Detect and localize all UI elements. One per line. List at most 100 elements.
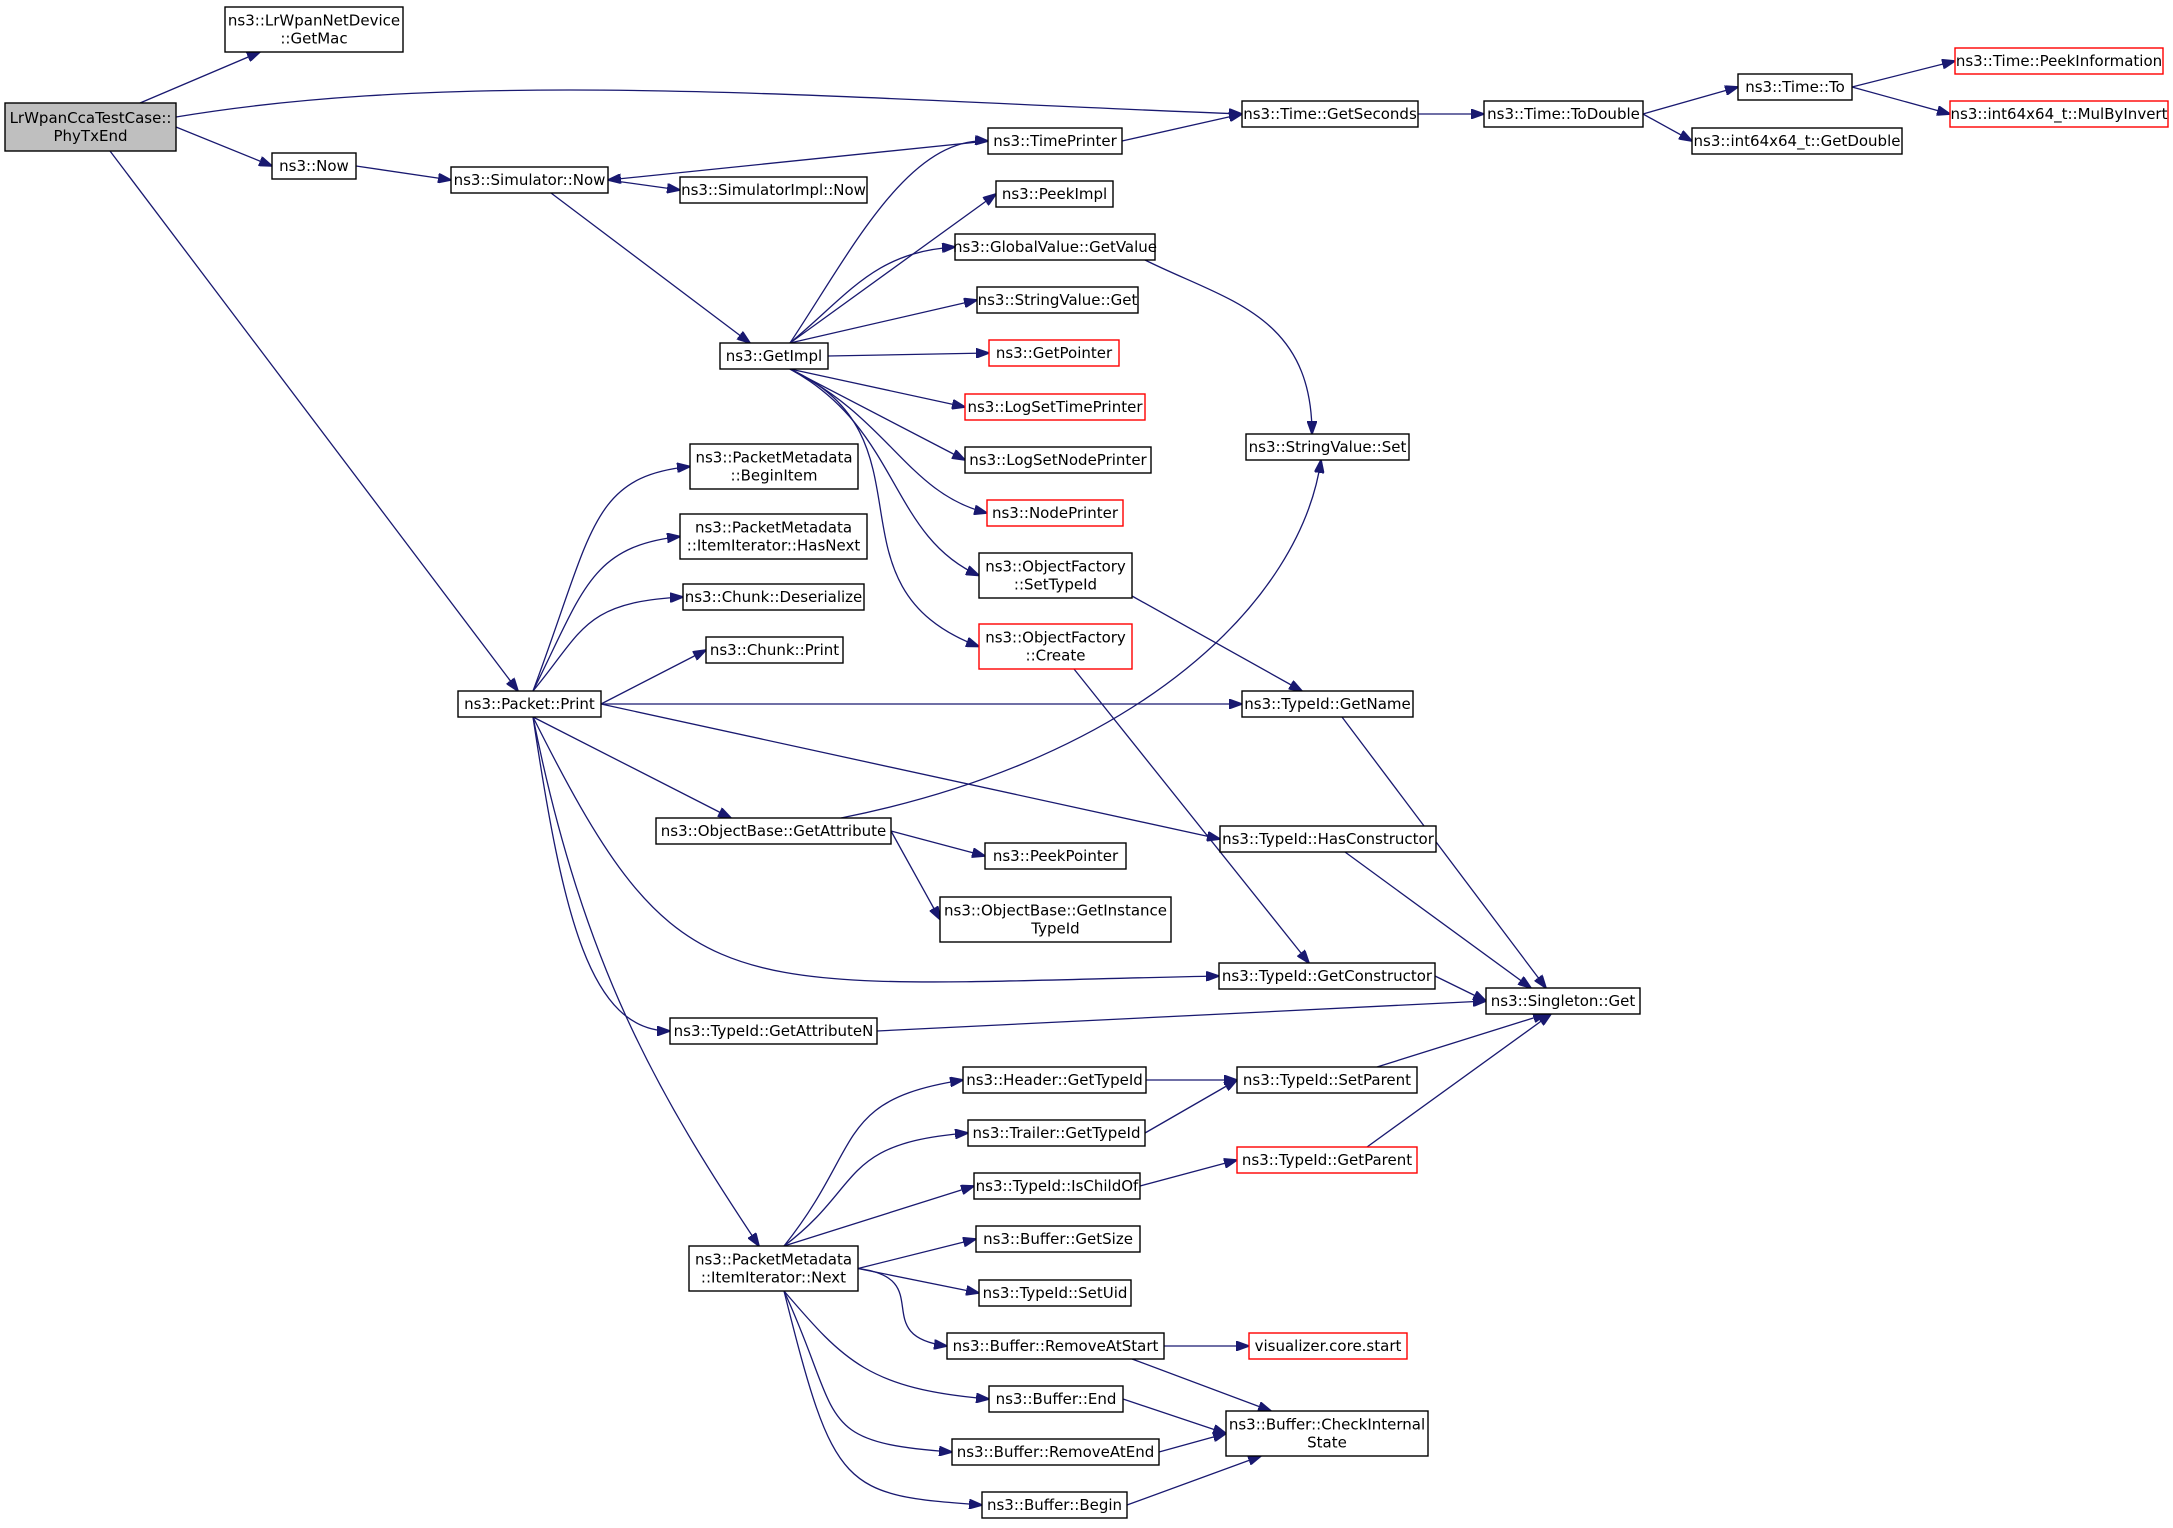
node-box xyxy=(954,233,1156,261)
function-node-ns3-typeid-getattributen[interactable]: ns3::TypeId::GetAttributeN xyxy=(669,1017,878,1045)
node-box xyxy=(951,1438,1160,1466)
function-node-ns3-packetmetadata-itemiterator-next[interactable]: ns3::PacketMetadata::ItemIterator::Next xyxy=(688,1245,859,1292)
function-node-ns3-time-todouble[interactable]: ns3::Time::ToDouble xyxy=(1483,100,1644,128)
call-edge-packetprint-to-tidhascons xyxy=(600,703,1220,839)
function-node-ns3-simulator-now[interactable]: ns3::Simulator::Now xyxy=(450,166,609,194)
call-arrow xyxy=(789,368,979,647)
call-arrow xyxy=(608,140,989,180)
node-label: ns3::int64x64_t::GetDouble xyxy=(1694,132,1901,151)
function-node-ns3-objectfactory-create[interactable]: ns3::ObjectFactory::Create xyxy=(978,623,1133,670)
call-arrow xyxy=(1122,1398,1226,1434)
function-node-ns3-packetmetadata-beginitem[interactable]: ns3::PacketMetadata::BeginItem xyxy=(689,443,859,490)
call-arrow xyxy=(789,368,965,407)
function-node-ns3-objectfactory-settypeid[interactable]: ns3::ObjectFactory::SetTypeId xyxy=(978,552,1133,599)
function-node-ns3-logsettimeprinter[interactable]: ns3::LogSetTimePrinter xyxy=(964,393,1146,421)
function-node-ns3-buffer-end[interactable]: ns3::Buffer::End xyxy=(988,1385,1124,1413)
function-node-ns3-buffer-getsize[interactable]: ns3::Buffer::GetSize xyxy=(975,1225,1141,1253)
node-box xyxy=(984,842,1127,870)
call-arrow xyxy=(1341,716,1546,988)
function-node-ns3-typeid-getparent[interactable]: ns3::TypeId::GetParent xyxy=(1236,1146,1418,1174)
function-node-ns3-buffer-begin[interactable]: ns3::Buffer::Begin xyxy=(981,1491,1128,1519)
call-edge-packetprint-to-chunkprint xyxy=(600,650,706,705)
call-arrow xyxy=(1131,1358,1271,1411)
node-label: visualizer.core.start xyxy=(1255,1337,1402,1355)
function-node-ns3-singleton-get[interactable]: ns3::Singleton::Get xyxy=(1485,987,1641,1015)
call-edge-obgetattr-to-svset xyxy=(840,460,1321,819)
call-edge-timeprinter-to-simnow xyxy=(608,140,989,180)
function-node-visualizer-core-start[interactable]: visualizer.core.start xyxy=(1248,1332,1408,1360)
call-edge-tidsetparent-to-singleton xyxy=(1376,1014,1546,1068)
function-node-ns3-stringvalue-get[interactable]: ns3::StringValue::Get xyxy=(976,286,1139,314)
call-edge-root-to-timegetseconds xyxy=(175,89,1242,117)
node-box xyxy=(689,443,859,490)
function-node-lrwpanccatestcase-phytxend[interactable]: LrWpanCcaTestCase::PhyTxEnd xyxy=(4,102,177,152)
call-arrow xyxy=(783,1186,974,1247)
function-node-ns3-stringvalue-set[interactable]: ns3::StringValue::Set xyxy=(1245,433,1410,461)
function-node-ns3-header-gettypeid[interactable]: ns3::Header::GetTypeId xyxy=(962,1066,1147,1094)
node-box xyxy=(978,623,1133,670)
function-node-ns3-trailer-gettypeid[interactable]: ns3::Trailer::GetTypeId xyxy=(967,1119,1146,1147)
call-edge-pmnext-to-bufgetsize xyxy=(857,1239,976,1270)
function-node-ns3-typeid-setparent[interactable]: ns3::TypeId::SetParent xyxy=(1236,1066,1418,1094)
function-node-ns3-simulatorimpl-now[interactable]: ns3::SimulatorImpl::Now xyxy=(679,176,868,204)
node-box xyxy=(450,166,609,194)
function-node-ns3-time-to[interactable]: ns3::Time::To xyxy=(1737,73,1853,101)
function-node-ns3-globalvalue-getvalue[interactable]: ns3::GlobalValue::GetValue xyxy=(953,233,1157,261)
call-arrow xyxy=(1642,87,1738,115)
node-label: ns3::Buffer::Begin xyxy=(987,1496,1122,1514)
node-label: ns3::Packet::Print xyxy=(464,695,595,713)
function-node-ns3-typeid-setuid[interactable]: ns3::TypeId::SetUid xyxy=(978,1279,1132,1307)
function-node-ns3-typeid-hasconstructor[interactable]: ns3::TypeId::HasConstructor xyxy=(1219,825,1437,853)
function-node-ns3-chunk-print[interactable]: ns3::Chunk::Print xyxy=(705,636,844,664)
call-arrow xyxy=(1642,113,1692,141)
function-node-ns3-typeid-ischildof[interactable]: ns3::TypeId::IsChildOf xyxy=(973,1172,1141,1200)
node-box xyxy=(987,127,1123,155)
node-label: ns3::ObjectBase::GetAttribute xyxy=(661,822,886,840)
call-arrow xyxy=(876,1001,1486,1032)
function-node-ns3-chunk-deserialize[interactable]: ns3::Chunk::Deserialize xyxy=(682,583,865,611)
node-label: ns3::Chunk::Deserialize xyxy=(685,588,863,606)
node-box xyxy=(1245,433,1410,461)
call-edge-pmnext-to-bufremoveend xyxy=(783,1290,952,1452)
node-box xyxy=(964,393,1146,421)
function-node-ns3-time-getseconds[interactable]: ns3::Time::GetSeconds xyxy=(1241,100,1419,128)
function-node-ns3-peekpointer[interactable]: ns3::PeekPointer xyxy=(984,842,1127,870)
function-node-ns3-int64x64-t-mulbyinvert[interactable]: ns3::int64x64_t::MulByInvert xyxy=(1949,100,2169,128)
function-node-ns3-getpointer[interactable]: ns3::GetPointer xyxy=(988,339,1120,367)
function-node-ns3-buffer-removeatend[interactable]: ns3::Buffer::RemoveAtEnd xyxy=(951,1438,1160,1466)
node-label: ns3::TypeId::GetParent xyxy=(1242,1151,1412,1169)
function-node-ns3-getimpl[interactable]: ns3::GetImpl xyxy=(719,342,829,370)
function-node-ns3-timeprinter[interactable]: ns3::TimePrinter xyxy=(987,127,1123,155)
function-node-ns3-now[interactable]: ns3::Now xyxy=(271,152,357,180)
call-arrow xyxy=(532,716,1219,983)
function-node-ns3-time-peekinformation[interactable]: ns3::Time::PeekInformation xyxy=(1954,47,2164,75)
call-edge-packetprint-to-chunkdeser xyxy=(532,597,683,692)
function-node-ns3-typeid-getname[interactable]: ns3::TypeId::GetName xyxy=(1241,690,1414,718)
node-label: ns3::GetPointer xyxy=(996,344,1113,362)
function-node-ns3-nodeprinter[interactable]: ns3::NodePrinter xyxy=(986,499,1124,527)
call-edge-getimpl-to-timeprinter xyxy=(789,141,988,344)
function-node-ns3-buffer-removeatstart[interactable]: ns3::Buffer::RemoveAtStart xyxy=(946,1332,1165,1360)
function-node-ns3-lrwpannetdevice-getmac[interactable]: ns3::LrWpanNetDevice::GetMac xyxy=(224,6,404,53)
call-edge-root-to-now xyxy=(175,126,272,166)
node-label: ns3::LogSetTimePrinter xyxy=(967,398,1143,416)
function-node-ns3-peekimpl[interactable]: ns3::PeekImpl xyxy=(995,180,1114,208)
function-node-ns3-packetmetadata-itemiterator-hasnext[interactable]: ns3::PacketMetadata::ItemIterator::HasNe… xyxy=(679,513,868,560)
node-label: ns3::TypeId::GetConstructor xyxy=(1222,967,1433,985)
node-label: ns3::Time::ToDouble xyxy=(1487,105,1640,123)
node-label: ns3::Time::GetSeconds xyxy=(1243,105,1417,123)
function-node-ns3-logsetnodeprinter[interactable]: ns3::LogSetNodePrinter xyxy=(964,446,1152,474)
function-node-ns3-int64x64-t-getdouble[interactable]: ns3::int64x64_t::GetDouble xyxy=(1691,127,1903,155)
node-label: ::GetMac xyxy=(280,30,347,48)
node-box xyxy=(271,152,357,180)
function-node-ns3-typeid-getconstructor[interactable]: ns3::TypeId::GetConstructor xyxy=(1218,962,1436,990)
call-arrow xyxy=(1126,1456,1261,1506)
node-box xyxy=(1483,100,1644,128)
function-node-ns3-objectbase-getattribute[interactable]: ns3::ObjectBase::GetAttribute xyxy=(655,817,892,845)
node-label: ns3::TypeId::SetParent xyxy=(1243,1071,1411,1089)
call-arrow xyxy=(532,597,683,692)
node-label: ns3::PeekPointer xyxy=(993,847,1119,865)
function-node-ns3-packet-print[interactable]: ns3::Packet::Print xyxy=(457,690,602,718)
